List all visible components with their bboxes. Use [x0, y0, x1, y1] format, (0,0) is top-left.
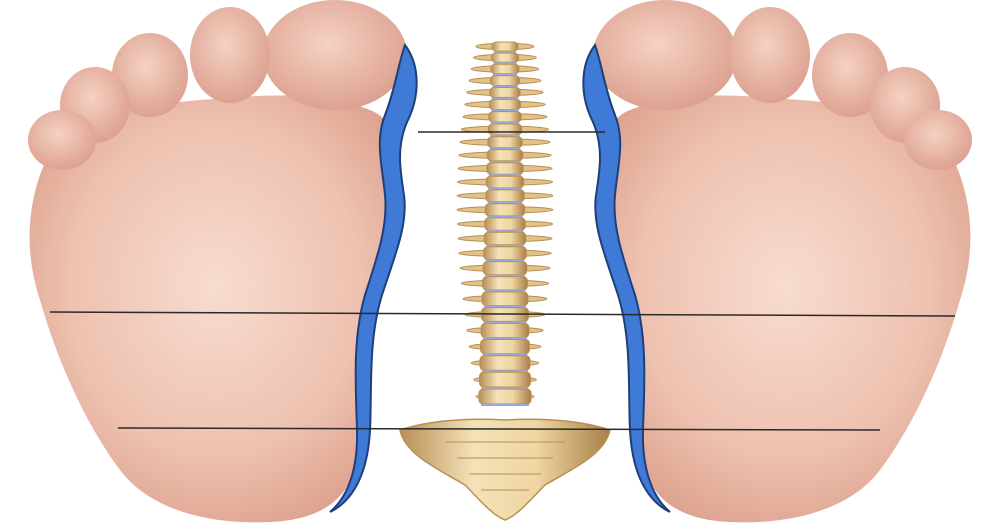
vertebra — [461, 277, 548, 290]
vertebra — [467, 87, 543, 97]
vertebra — [474, 53, 537, 62]
vertebra — [463, 292, 547, 306]
vertebra — [460, 137, 550, 148]
left-toe-5 — [28, 110, 96, 170]
vertebra — [476, 389, 534, 404]
vertebra — [471, 356, 538, 371]
vertebra — [471, 64, 538, 73]
right-toe-5 — [904, 110, 972, 170]
vertebra — [458, 163, 552, 174]
left-toe-2 — [190, 7, 270, 103]
vertebra — [457, 190, 553, 202]
vertebra — [457, 218, 552, 230]
spine — [400, 42, 610, 520]
left-foot — [28, 0, 417, 522]
intervertebral-disc — [481, 404, 529, 406]
sacrum — [400, 419, 610, 520]
vertebra — [463, 112, 547, 122]
vertebra — [469, 339, 541, 353]
right-big-toe — [593, 0, 737, 110]
vertebra — [467, 323, 543, 337]
vertebra — [474, 372, 537, 387]
right-toe-2 — [730, 7, 810, 103]
vertebra — [459, 247, 551, 260]
right-foot — [583, 0, 972, 522]
vertebra — [458, 232, 552, 245]
vertebra — [457, 176, 552, 188]
vertebra — [461, 124, 548, 135]
vertebra — [457, 204, 553, 216]
vertebra — [459, 150, 551, 161]
vertebra — [465, 99, 545, 109]
vertebra — [469, 76, 541, 86]
left-big-toe — [263, 0, 407, 110]
vertebra — [476, 42, 534, 51]
vertebra — [460, 262, 550, 275]
